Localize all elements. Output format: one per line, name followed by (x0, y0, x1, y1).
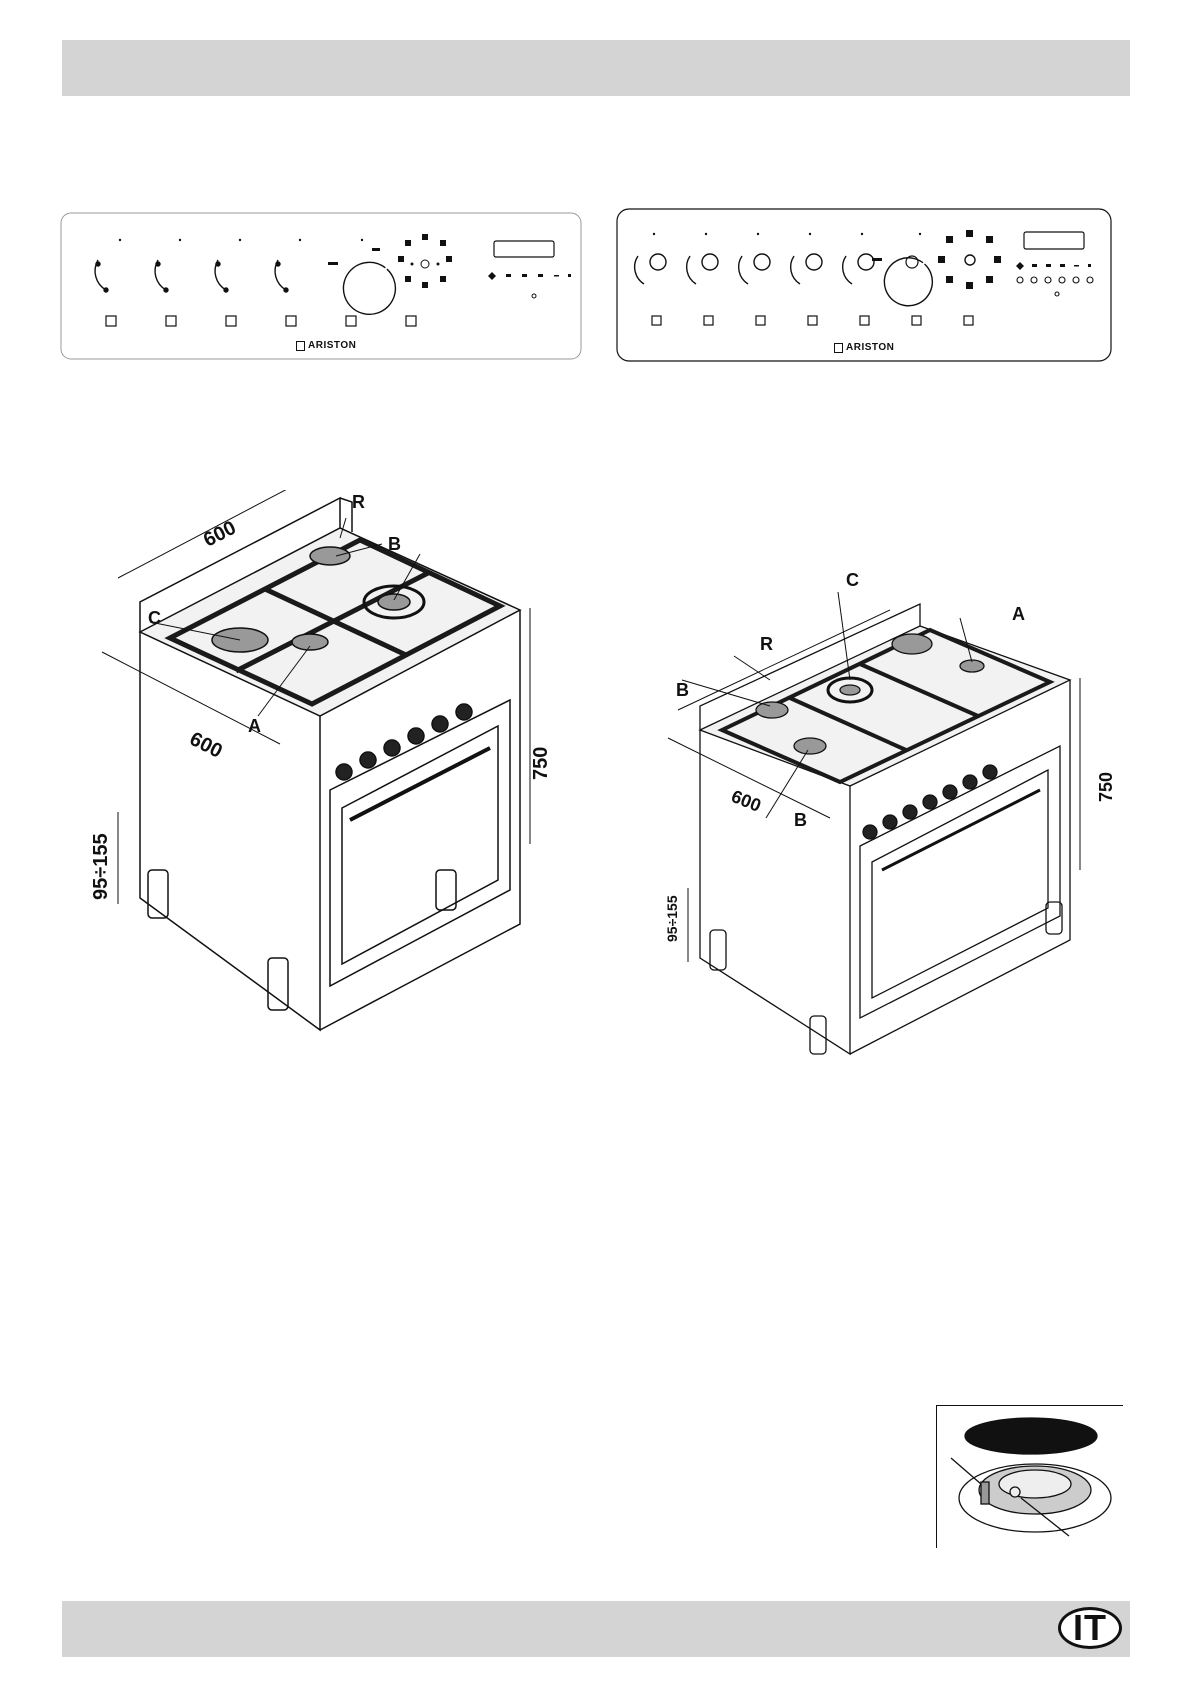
label-a: A (248, 716, 261, 737)
label-b-bottom: B (794, 810, 807, 831)
dimension-feet: 95÷155 (664, 895, 680, 942)
control-panel-left: ARISTON (60, 212, 582, 360)
brand-name: ARISTON (846, 342, 894, 353)
label-b: B (388, 534, 401, 555)
label-r: R (352, 492, 365, 513)
brand-logo: ARISTON (834, 342, 894, 353)
burner-detail-drawing (937, 1406, 1123, 1548)
control-panel-right-drawing (616, 208, 1112, 362)
label-r: R (760, 634, 773, 655)
header-band (62, 40, 1130, 96)
control-panel-left-drawing (60, 212, 582, 360)
cooker-figure-left: 600 600 750 95÷155 R B C A (90, 490, 560, 1060)
footer-band: IT (62, 1601, 1130, 1657)
cooker-figure-right: 600 750 95÷155 C A R B B (660, 570, 1120, 1070)
cooker-right-drawing (660, 570, 1120, 1070)
language-badge: IT (1058, 1607, 1122, 1649)
label-b-left: B (676, 680, 689, 701)
brand-house-icon (834, 343, 843, 353)
dimension-feet: 95÷155 (90, 833, 113, 900)
cooker-left-drawing (90, 490, 560, 1060)
brand-name: ARISTON (308, 340, 356, 351)
label-c: C (846, 570, 859, 591)
label-a: A (1012, 604, 1025, 625)
burner-detail-inset (936, 1405, 1123, 1548)
gas-knob-icon (95, 260, 288, 292)
brand-house-icon (296, 341, 305, 351)
dimension-height: 750 (1096, 772, 1117, 802)
dimension-height: 750 (530, 747, 553, 780)
label-c: C (148, 608, 161, 629)
control-panel-right: ARISTON (616, 208, 1112, 362)
brand-logo: ARISTON (296, 340, 356, 351)
